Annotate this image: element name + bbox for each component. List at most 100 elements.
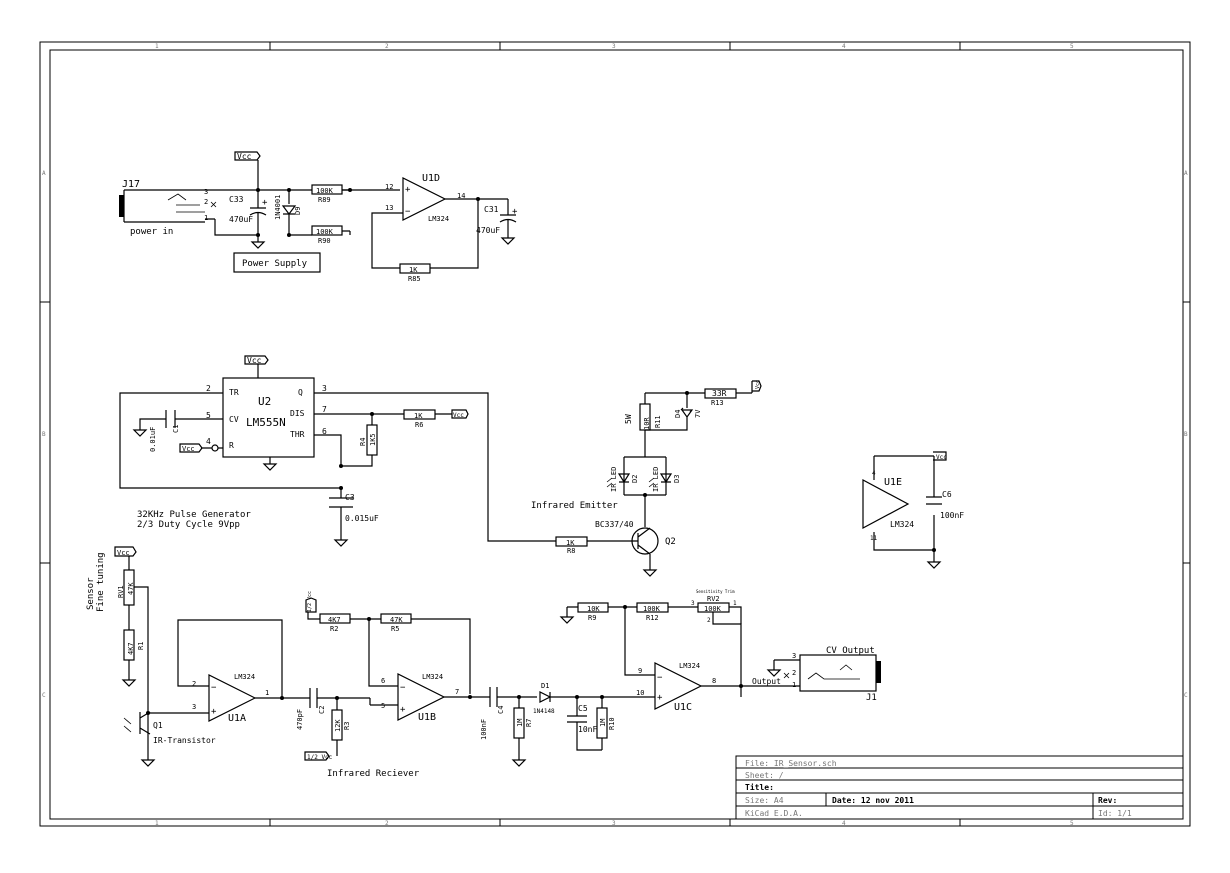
u2-pin-3: 3	[322, 384, 327, 393]
u1a-ref: U1A	[228, 713, 246, 724]
c1-ref: C1	[172, 425, 180, 433]
c4-value: 100nF	[480, 719, 488, 740]
r11-ref: R11	[654, 415, 662, 428]
u2-pin-4: 4	[206, 437, 211, 446]
u1e-ref: U1E	[884, 477, 902, 488]
power-supply-label: Power Supply	[242, 259, 308, 269]
r2-value: 4K7	[328, 616, 341, 624]
u2-pin-7: 7	[322, 405, 327, 414]
half-vcc-flag-r3: 1/2 Vcc	[307, 754, 333, 761]
vcc-flag-r6: Vcc	[453, 412, 464, 419]
rv1-value: 47K	[127, 582, 135, 595]
svg-text:3: 3	[691, 600, 695, 607]
d3-label: IR LED	[652, 467, 660, 492]
title-rev: Rev:	[1098, 796, 1117, 805]
c5-value: 10nF	[578, 725, 597, 734]
u1a-pin-2: 2	[192, 680, 196, 688]
col-mark-3: 3	[612, 43, 616, 50]
title-kicad: KiCad E.D.A.	[745, 809, 803, 818]
infrared-emitter-label: Infrared Emitter	[531, 501, 618, 511]
c6-value: 100nF	[940, 511, 964, 520]
c33-ref: C33	[229, 195, 244, 204]
d2-label: IR LED	[610, 467, 618, 492]
u1a-pin-1: 1	[265, 689, 269, 697]
c2-ref: C2	[318, 706, 326, 714]
r85-ref: R85	[408, 275, 421, 283]
col-mark-5: 5	[1070, 43, 1074, 50]
q1-transistor	[139, 711, 151, 735]
r4-value: 1K5	[369, 433, 377, 446]
col-mark-4b: 4	[842, 820, 846, 827]
u1e-pin-4: 4	[872, 470, 876, 477]
output-net-label: Output	[752, 677, 781, 686]
u1d-pin-12: 12	[385, 183, 393, 191]
svg-text:−: −	[400, 683, 406, 693]
u2-pin-5: 5	[206, 411, 211, 420]
u1d-opamp	[402, 177, 447, 221]
svg-text:−: −	[657, 673, 663, 683]
d4-value: 7V	[694, 409, 702, 418]
col-mark-3b: 3	[612, 820, 616, 827]
u2-tr: TR	[229, 388, 239, 397]
row-mark-c-r: C	[1184, 692, 1188, 699]
row-mark-a: A	[42, 170, 46, 177]
u1e-pin-11: 11	[870, 535, 878, 542]
u1b-pin-5: 5	[381, 702, 385, 710]
r85-value: 1K	[409, 266, 418, 274]
u1c-pin-9: 9	[638, 667, 642, 675]
svg-text:2: 2	[707, 617, 711, 624]
r13-ref: R13	[711, 399, 724, 407]
u1a-opamp	[208, 674, 257, 722]
col-mark-1: 1	[155, 43, 159, 50]
u1c-part: LM324	[679, 662, 700, 670]
sheet-frame: 1 2 3 4 5 1 2 3 4 5 A B C A B C	[39, 41, 1191, 827]
d3-ref: D3	[673, 475, 681, 483]
output-section: C4 100nF 1M R7 D1 1N4148 C5 10nF 1M R10 …	[480, 589, 881, 767]
svg-text:+: +	[512, 207, 518, 217]
row-mark-a-r: A	[1184, 170, 1188, 177]
half-vcc-flag-r2: 1/2 Vcc	[307, 591, 313, 612]
vcc-flag-reset: Vcc	[182, 445, 195, 453]
u1b-part: LM324	[422, 673, 443, 681]
r12-value: 100K	[643, 605, 661, 613]
title-file: File: IR_Sensor.sch	[745, 759, 837, 768]
r89-value: 100K	[316, 187, 334, 195]
r1-ref: R1	[137, 642, 145, 650]
j17-jack	[119, 195, 124, 217]
r8-value: 1K	[566, 539, 575, 547]
c1-value: 0.01uF	[149, 427, 157, 452]
c31-value: 470uF	[476, 226, 500, 235]
col-mark-4: 4	[842, 43, 846, 50]
r12-ref: R12	[646, 614, 659, 622]
r9-ref: R9	[588, 614, 596, 622]
r7-ref: R7	[525, 719, 533, 727]
c4-ref: C4	[497, 706, 505, 714]
r3	[331, 709, 343, 741]
svg-text:+: +	[211, 707, 217, 717]
timer-caption-2: 2/3 Duty Cycle 9Vpp	[137, 520, 240, 530]
u1b-pin-7: 7	[455, 688, 459, 696]
u1a-pin-3: 3	[192, 703, 196, 711]
r5-value: 47K	[390, 616, 403, 624]
infrared-emitter-section: 10R R11 5W D4 7V 33R R13 Vcc IR LED D2 I…	[531, 380, 762, 577]
title-date: Date: 12 nov 2011	[832, 796, 914, 805]
title-id: Id: 1/1	[1098, 809, 1132, 818]
u1b-ref: U1B	[418, 712, 436, 723]
col-mark-1b: 1	[155, 820, 159, 827]
d1-ref: D1	[541, 682, 549, 690]
d9-ref: D9	[294, 207, 302, 215]
j17-label: power in	[130, 227, 173, 237]
u1c-opamp	[654, 662, 703, 710]
u1c-pin-10: 10	[636, 689, 644, 697]
row-mark-b-r: B	[1184, 431, 1188, 438]
j17-pin-1: 1	[204, 214, 208, 222]
u1a-part: LM324	[234, 673, 255, 681]
r4	[366, 424, 378, 456]
r9-value: 10K	[587, 605, 600, 613]
vcc-flag-u2: Vcc	[247, 356, 262, 365]
title-sheet: Sheet: /	[745, 771, 784, 780]
r6-ref: R6	[415, 421, 423, 429]
d1-value: 1N4148	[533, 708, 555, 715]
r3-ref: R3	[343, 722, 351, 730]
r7	[513, 707, 525, 739]
